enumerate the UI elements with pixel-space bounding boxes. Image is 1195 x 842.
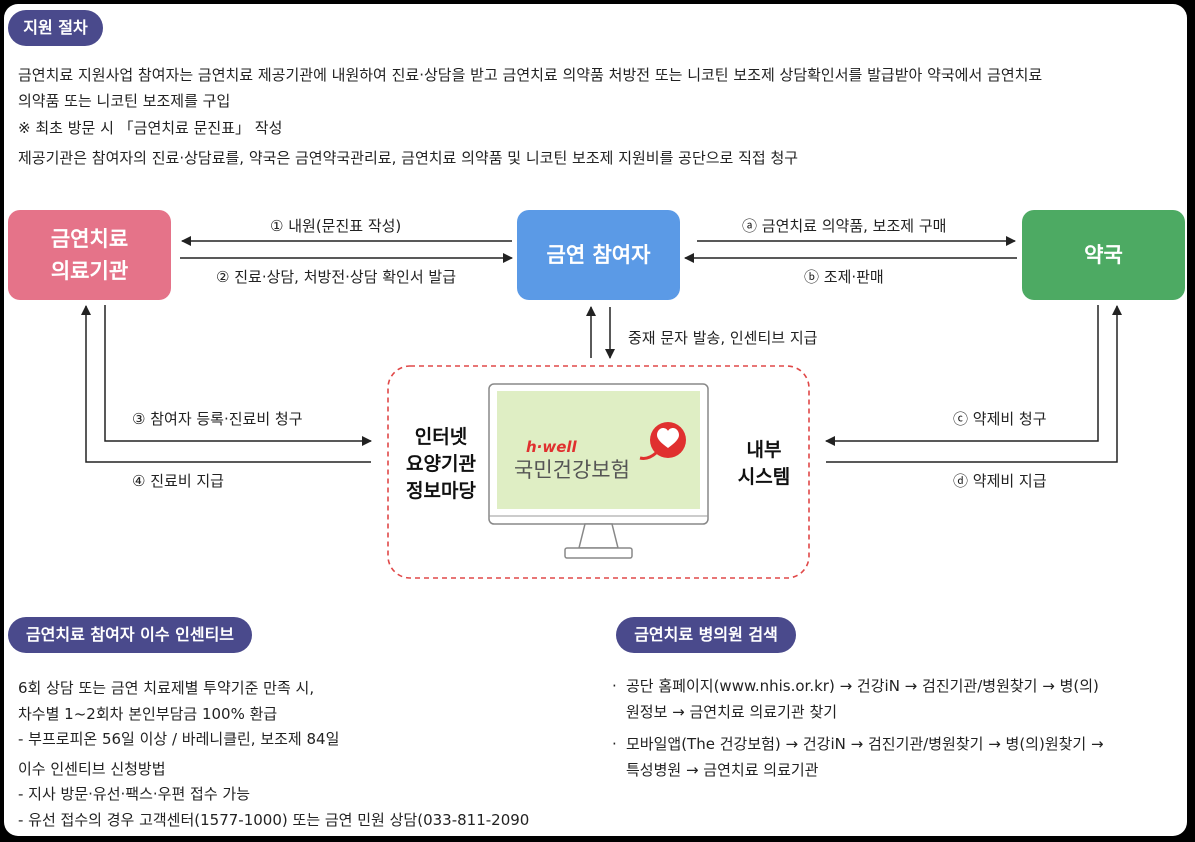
badge-hospital-search: 금연치료 병의원 검색	[616, 617, 796, 653]
incentive-line-1: 6회 상담 또는 금연 치료제별 투약기준 만족 시,	[18, 679, 315, 697]
label-dispense: ⓑ 조제·판매	[804, 268, 884, 286]
label-register: ③ 참여자 등록·진료비 청구	[132, 410, 303, 428]
arrow-3	[104, 305, 372, 446]
label-consult: ② 진료·상담, 처방전·상담 확인서 발급	[216, 268, 457, 286]
arrow-c	[825, 305, 1099, 446]
heart-logo-icon	[639, 422, 686, 460]
internet-portal-label: 인터넷 요양기관 정보마당	[400, 424, 482, 505]
search-item-1-line-2: 원정보 → 금연치료 의료기관 찾기	[626, 703, 838, 721]
clinic-label-1: 금연치료	[50, 227, 129, 251]
search-item-2-line-2: 특성병원 → 금연치료 의료기관	[626, 761, 819, 779]
system-dashed-box	[387, 365, 810, 579]
incentive-line-2: 차수별 1~2회차 본인부담금 100% 환급	[18, 705, 278, 723]
internet-portal-line-3: 정보마당	[406, 480, 476, 502]
search-bullet-2: ·	[612, 735, 617, 753]
internet-portal-line-2: 요양기관	[406, 453, 476, 475]
internal-system-label: 내부 시스템	[728, 437, 800, 491]
procedure-note: ※ 최초 방문 시 「금연치료 문진표」 작성	[18, 119, 283, 137]
label-drug-payment: ⓓ 약제비 지급	[953, 472, 1047, 490]
search-item-1-line-1: 공단 홈페이지(www.nhis.or.kr) → 건강iN → 검진기관/병원…	[626, 677, 1099, 695]
label-drug-claim: ⓒ 약제비 청구	[953, 410, 1047, 428]
participant-box: 금연 참여자	[517, 210, 680, 300]
label-payment: ④ 진료비 지급	[132, 472, 224, 490]
label-purchase: ⓐ 금연치료 의약품, 보조제 구매	[742, 217, 947, 235]
logo-brand: h·well	[526, 438, 577, 456]
incentive-line-5: - 지사 방문·유선·팩스·우편 접수 가능	[18, 785, 250, 803]
incentive-line-6: - 유선 접수의 경우 고객센터(1577-1000) 또는 금연 민원 상담(…	[18, 811, 530, 829]
internal-system-line-1: 내부	[746, 439, 782, 461]
badge-incentive: 금연치료 참여자 이수 인센티브	[8, 617, 252, 653]
procedure-line-1: 금연치료 지원사업 참여자는 금연치료 제공기관에 내원하여 진료·상담을 받고…	[18, 66, 1043, 84]
arrow-d	[826, 305, 1122, 463]
search-bullet-1: ·	[612, 677, 617, 695]
procedure-line-4: 제공기관은 참여자의 진료·상담료를, 약국은 금연약국관리료, 금연치료 의약…	[18, 149, 799, 167]
incentive-line-3: - 부프로피온 56일 이상 / 바레니클린, 보조제 84일	[18, 730, 340, 748]
procedure-line-2: 의약품 또는 니코틴 보조제를 구입	[18, 92, 231, 110]
monitor-icon	[488, 383, 709, 559]
search-item-2-line-1: 모바일앱(The 건강보험) → 건강iN → 검진기관/병원찾기 → 병(의)…	[626, 735, 1104, 753]
label-visit: ① 내원(문진표 작성)	[270, 217, 402, 235]
internet-portal-line-1: 인터넷	[414, 426, 468, 448]
pharmacy-box: 약국	[1022, 210, 1185, 300]
badge-support-procedure: 지원 절차	[8, 10, 103, 46]
incentive-line-4: 이수 인센티브 신청방법	[18, 760, 166, 778]
internal-system-line-2: 시스템	[737, 466, 791, 488]
arrow-4	[81, 305, 371, 463]
label-sms: 중재 문자 발송, 인센티브 지급	[628, 329, 818, 347]
clinic-label-2: 의료기관	[50, 259, 129, 283]
logo-name: 국민건강보험	[514, 458, 630, 482]
